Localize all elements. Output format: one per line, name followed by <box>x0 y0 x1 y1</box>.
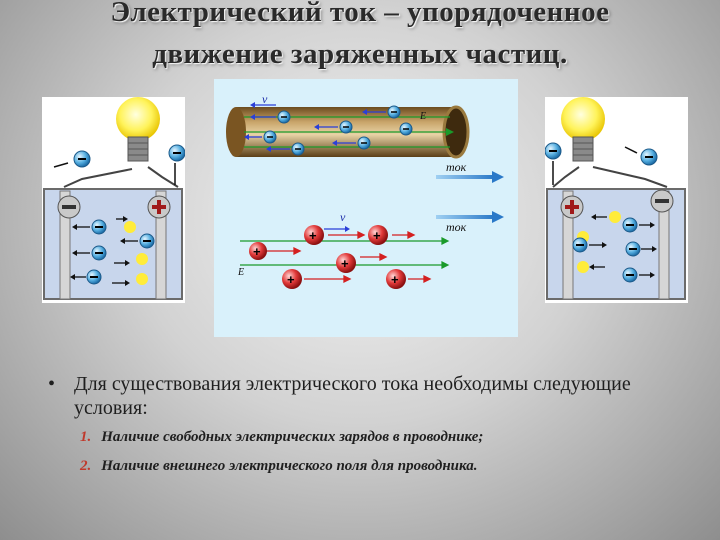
current-label-bottom: ток <box>446 220 467 234</box>
velocity-label-top: v <box>262 92 268 106</box>
list-item: 1.Наличие свободных электрических зарядо… <box>80 429 484 445</box>
conditions-list: • Для существования электрического тока … <box>48 372 688 484</box>
light-bulb-icon <box>116 97 160 141</box>
bullet-text: Для существования электрического тока не… <box>74 373 631 419</box>
light-bulb-icon <box>561 97 605 141</box>
svg-text:+: + <box>341 256 349 271</box>
left-circuit-drawing <box>43 97 186 300</box>
svg-text:+: + <box>391 272 399 287</box>
current-arrow-bottom <box>492 211 504 223</box>
current-label-top: ток <box>446 160 467 174</box>
right-circuit-drawing <box>544 97 686 300</box>
svg-text:+: + <box>253 244 261 259</box>
bullet-marker: • <box>48 373 56 395</box>
svg-text:+: + <box>373 228 381 243</box>
svg-text:+: + <box>309 228 317 243</box>
list-item: 2.Наличие внешнего электрического поля д… <box>80 458 478 474</box>
svg-text:+: + <box>287 272 295 287</box>
title-line-1: Электрический ток – упорядоченное <box>110 0 610 28</box>
current-arrow-top <box>492 171 504 183</box>
velocity-label-bottom: v <box>340 210 346 224</box>
title-line-2: движение заряженных частиц. <box>152 38 568 70</box>
right-circuit-illustration <box>544 97 688 303</box>
conditions-sublist: 1.Наличие свободных электрических зарядо… <box>74 426 688 477</box>
field-label-top: E <box>419 111 426 122</box>
positive-charges: + + + + + + <box>249 225 406 289</box>
conductor-illustration: v E ток v ток E + + <box>214 79 518 337</box>
conductor-drawing: v E ток v ток E + + <box>226 92 504 289</box>
main-bullet: • Для существования электрического тока … <box>48 372 688 420</box>
left-circuit-illustration <box>42 97 186 303</box>
electrons-in-conductor <box>244 105 413 156</box>
field-label-bottom: E <box>237 267 244 278</box>
